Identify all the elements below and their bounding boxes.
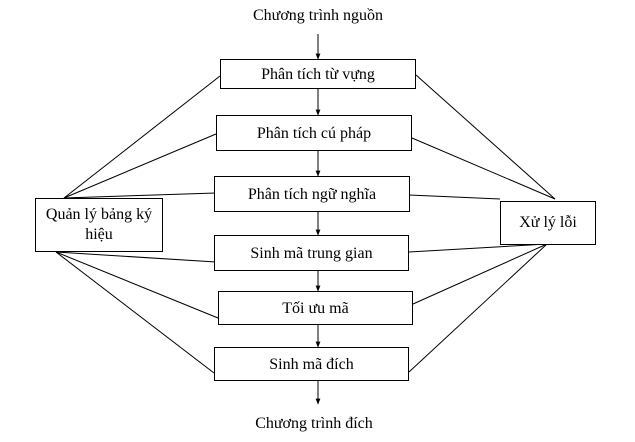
phase-code-generation: Sinh mã đích: [214, 347, 409, 381]
source-program-label: Chương trình nguồn: [252, 7, 384, 24]
error-handler-box: Xử lý lỗi: [500, 201, 596, 245]
symbol-table-manager-box: Quản lý bảng ký hiệu: [35, 198, 163, 252]
phase-syntax-analysis: Phân tích cú pháp: [216, 115, 412, 151]
phase-semantic-analysis: Phân tích ngữ nghĩa: [214, 176, 410, 212]
phase-intermediate-code: Sinh mã trung gian: [214, 235, 409, 271]
phase-code-optimization: Tối ưu mã: [218, 291, 413, 325]
target-program-label: Chương trình đích: [255, 415, 373, 432]
phase-lexical-analysis: Phân tích từ vựng: [220, 59, 416, 89]
error-handler-links: [408, 74, 556, 373]
symbol-table-links: [55, 75, 221, 374]
